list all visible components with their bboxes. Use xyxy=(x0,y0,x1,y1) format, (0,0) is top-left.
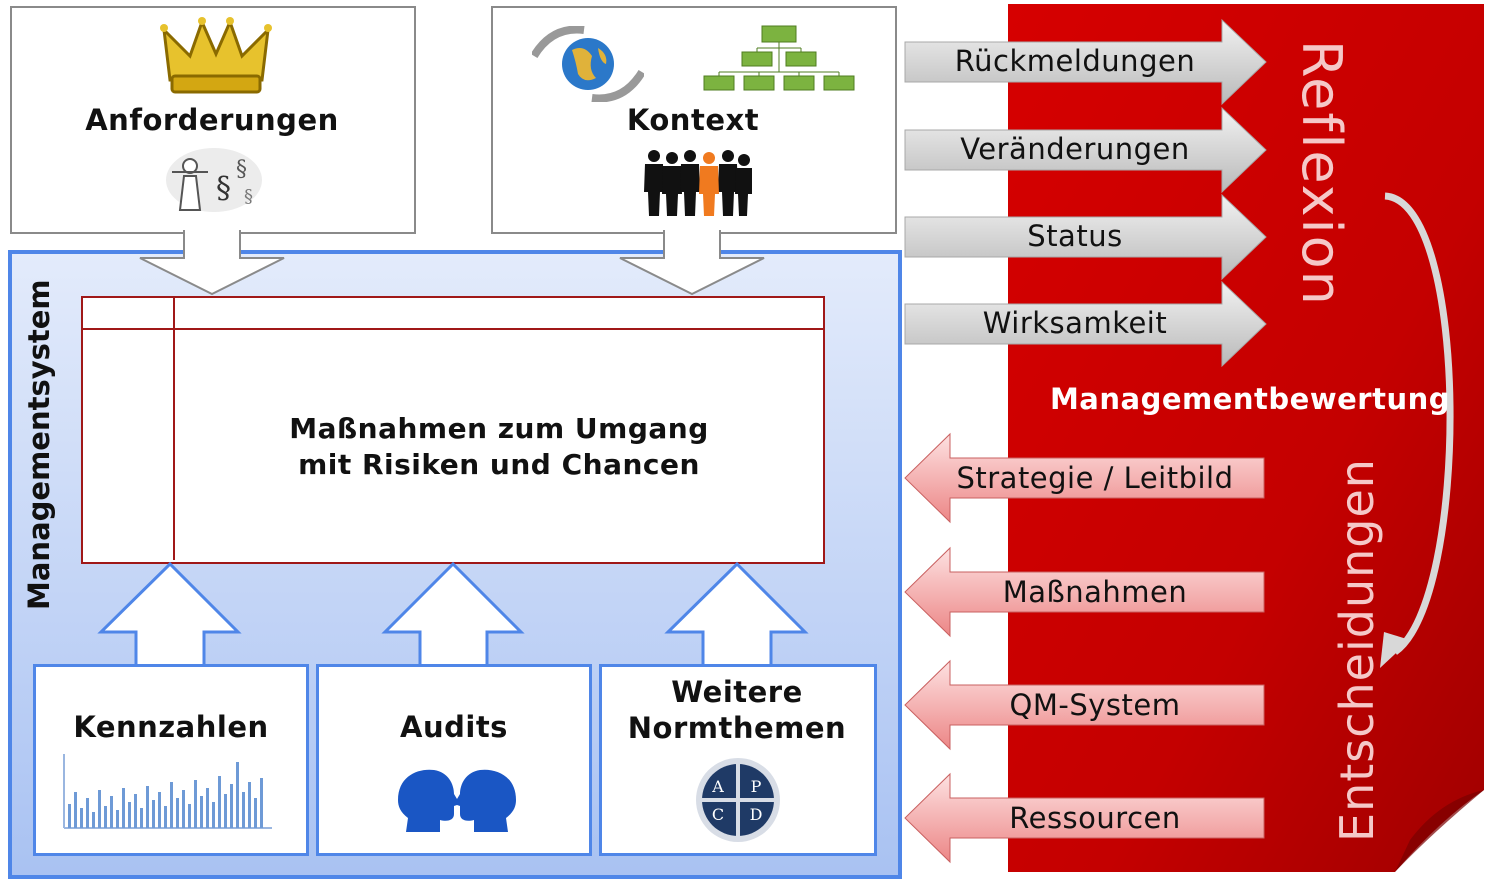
output-arrow xyxy=(904,772,1265,864)
audits-title: Audits xyxy=(400,710,508,744)
org-chart-icon xyxy=(703,25,855,91)
svg-text:§: § xyxy=(236,157,247,182)
output-label-resources: Ressourcen xyxy=(1009,801,1181,835)
other-topics-title-line2: Normthemen xyxy=(627,711,847,745)
output-arrow xyxy=(904,546,1265,638)
output-label-measures: Maßnahmen xyxy=(1002,575,1188,609)
crown-icon xyxy=(160,17,272,94)
risk-measures-text-line2: mit Risiken und Chancen xyxy=(298,448,700,481)
review-title: Managementbewertung xyxy=(1049,382,1451,416)
output-label-strategy: Strategie / Leitbild xyxy=(956,461,1234,495)
input-label-effectiveness: Wirksamkeit xyxy=(982,306,1168,340)
risk-measures-text-line1: Maßnahmen zum Umgang xyxy=(289,412,709,445)
output-arrow xyxy=(904,659,1265,751)
input-label-status: Status xyxy=(1027,219,1123,253)
other-topics-title-line1: Weitere xyxy=(671,675,803,709)
context-title: Kontext xyxy=(626,103,760,137)
input-arrow xyxy=(904,106,1267,194)
bar-chart-icon xyxy=(63,754,272,829)
globe-icon xyxy=(532,26,644,102)
input-label-feedback: Rückmeldungen xyxy=(954,44,1196,78)
risk-box-column-line xyxy=(173,298,175,560)
audits-box xyxy=(316,664,592,856)
input-label-changes: Veränderungen xyxy=(960,132,1190,166)
pdca-letter-d: D xyxy=(750,805,763,824)
input-arrow xyxy=(904,280,1267,368)
people-silhouettes-icon xyxy=(644,150,752,216)
svg-text:§: § xyxy=(244,186,253,207)
risk-box-header-line xyxy=(83,328,823,330)
pdca-cycle-icon: A P C D xyxy=(696,758,780,842)
input-arrow xyxy=(904,18,1267,106)
input-arrow xyxy=(904,193,1267,281)
two-heads-icon xyxy=(398,769,516,832)
svg-text:§: § xyxy=(216,171,231,206)
requirements-title: Anforderungen xyxy=(85,103,339,137)
pdca-letter-p: P xyxy=(751,777,762,796)
output-arrow xyxy=(904,432,1265,524)
justice-paragraph-icon: § § § xyxy=(166,148,262,212)
kpi-title: Kennzahlen xyxy=(73,710,269,744)
output-label-qm-system: QM-System xyxy=(1009,688,1181,722)
pdca-letter-a: A xyxy=(711,777,724,796)
pdca-letter-c: C xyxy=(712,805,724,824)
